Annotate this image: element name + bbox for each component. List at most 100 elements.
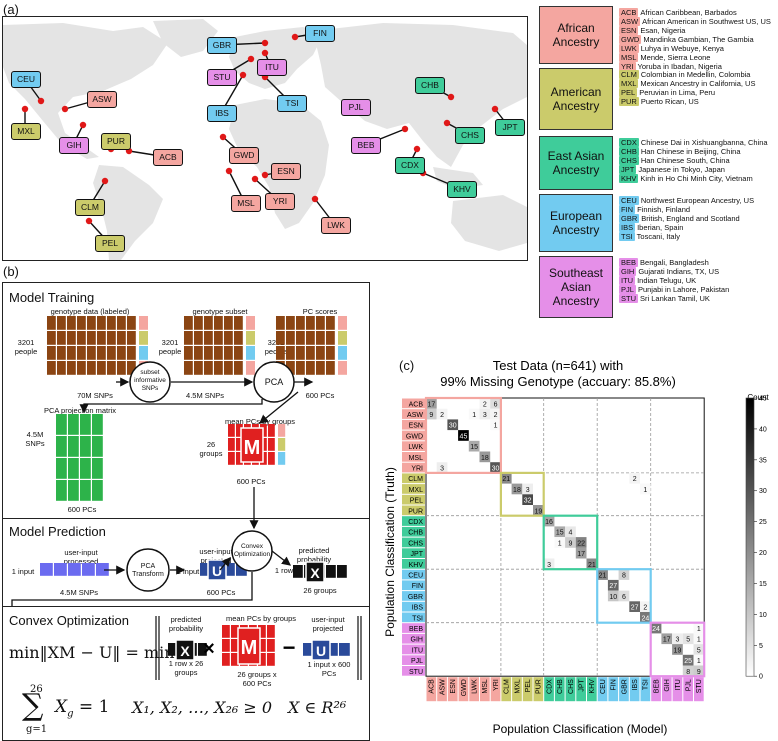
svg-text:CHB: CHB [408,530,423,537]
heatmap-cell-label: 21 [599,573,607,580]
map-tag-pur: PUR [101,133,131,150]
svg-text:STU: STU [409,669,423,676]
svg-text:MSL: MSL [482,679,489,694]
mean-cols-label: 600 PCs [236,477,266,486]
heatmap-cell-label: 1 [643,487,647,494]
map-tag-chb: CHB [415,77,445,94]
colorbar-tick: 20 [754,550,767,557]
svg-text:CEU: CEU [408,573,423,580]
one-row-label: 1 row [274,566,294,575]
cv-user-bar: U [303,639,350,661]
heatmap-cell-label: 1 [494,423,498,430]
heatmap-cell: 6 [490,398,501,409]
y-tick-label: TSI [402,612,425,622]
map-dot-itu [261,49,269,57]
map-tag-msl: MSL [231,195,261,212]
people-label-2: 3201 people [158,338,182,356]
map-dot-cdx [413,145,421,153]
heatmap-cell-label: 2 [440,412,444,419]
x-tick-label: GBR [619,677,629,702]
mean-rows-label: 26 groups [199,440,223,458]
heatmap-cell: 27 [607,579,619,591]
heatmap-cell-label: 19 [534,508,542,515]
x-tick-label: BEB [651,677,661,702]
heatmap-cell-label: 3 [675,637,679,644]
model-prediction-title: Model Prediction [9,524,106,539]
x-tick-label: KHV [587,677,597,702]
x-tick-label: CHS [565,677,576,702]
svg-text:ACB: ACB [409,401,424,408]
heatmap-cell: 45 [458,430,469,441]
svg-text:BEB: BEB [653,679,660,693]
u-letter: U [212,563,222,579]
heatmap-cell: 8 [618,569,630,580]
heatmap-cell: 22 [575,537,587,548]
svg-text:LWK: LWK [408,444,423,451]
proj-rows-label: 4.5M SNPs [25,430,45,448]
map-tag-pjl: PJL [341,99,371,116]
y-tick-label: IBS [402,601,425,612]
heatmap-cell-label: 27 [631,605,639,612]
heatmap-cell-label: 22 [577,540,585,547]
map-tag-stu: STU [207,69,237,86]
svg-text:MXL: MXL [409,487,424,494]
cv-mean-label: mean PCs by groups [225,614,297,623]
map-tag-asw: ASW [87,91,117,108]
chart-title: Test Data (n=641) with [493,358,623,373]
heatmap-cell-label: 24 [652,626,660,633]
map-tag-fin: FIN [305,25,335,42]
x-tick-label: PJL [683,677,693,702]
cv-x-letter: X [180,643,190,659]
y-tick-label: MSL [402,452,425,462]
heatmap-cell-label: 17 [427,401,435,408]
x-tick-label: ACB [426,677,437,702]
svg-text:MSL: MSL [409,455,424,462]
map-dot-gbr [261,39,269,47]
heatmap-cell: 3 [479,408,491,420]
heatmap-cell: 1 [468,408,480,420]
map-tag-clm: CLM [75,199,105,216]
svg-text:0: 0 [759,674,763,681]
map-dot-msl [225,167,233,175]
projection-matrix [56,414,103,501]
heatmap-cell-label: 17 [663,637,671,644]
map-tag-ceu: CEU [11,71,41,88]
heatmap-cell-label: 8 [686,669,690,676]
svg-text:IBS: IBS [632,679,639,691]
svg-text:×: × [203,638,215,660]
map-tag-mxl: MXL [11,123,41,140]
heatmap-cell-label: 19 [674,647,682,654]
heatmap-cell: 1 [554,537,566,548]
svg-text:KHV: KHV [589,679,596,694]
map-tag-gih: GIH [59,137,89,154]
y-tick-label: CDX [402,516,425,526]
svg-text:FIN: FIN [412,583,423,590]
heatmap-cell-label: 2 [483,401,487,408]
svg-text:ESN: ESN [450,679,457,693]
heatmap-cell-label: 45 [460,433,468,440]
svg-text:KHV: KHV [409,562,424,569]
heatmap-cell-label: 18 [513,487,521,494]
cv-mean-matrix: M [222,625,275,666]
map-dot-asw [61,105,69,113]
svg-text:PUR: PUR [408,508,423,515]
heatmap-cell-label: 30 [449,423,457,430]
legend-box-south_asian: Southeast Asian Ancestry [539,256,613,318]
y-tick-label: CHS [402,537,425,547]
y-tick-label: FIN [402,580,425,590]
legend-box-african: African Ancestry [539,6,613,64]
map-tag-gwd: GWD [229,147,259,164]
heatmap-cell: 18 [511,483,523,495]
model-training-title: Model Training [9,290,95,305]
heatmap-cell: 18 [479,451,491,463]
map-dot-chs [443,119,451,127]
map-tag-beb: BEB [351,137,381,154]
